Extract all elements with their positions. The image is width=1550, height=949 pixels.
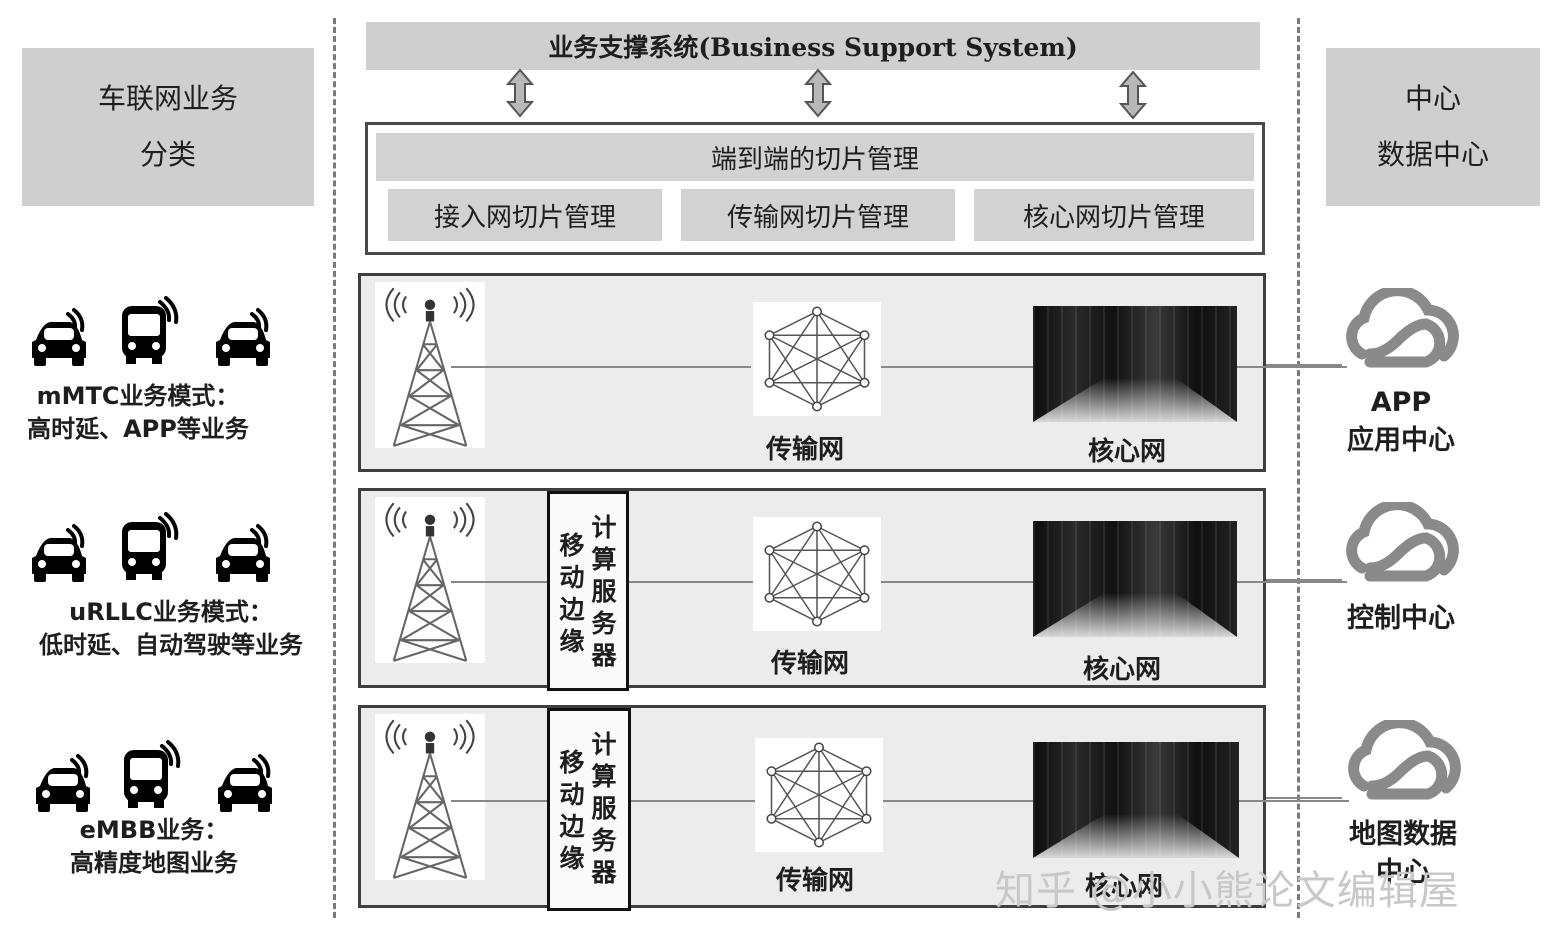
bus-icon [120, 296, 179, 366]
mec-label-col1: 移动边缘 [559, 748, 585, 873]
bus-icon [120, 512, 179, 582]
core-network-label: 核心网 [1083, 655, 1162, 685]
mec-server: 移动边缘 计算服务器 [547, 708, 631, 911]
car-icon [30, 308, 88, 368]
transport-slice-label: 传输网切片管理 [726, 202, 909, 233]
core-slice-label: 核心网切片管理 [1022, 202, 1205, 233]
bidirectional-arrow-icon [505, 68, 535, 118]
slice-row-urllc: 移动边缘 计算服务器 传输网 核心网 [358, 488, 1347, 691]
transport-slice-management: 传输网切片管理 [681, 189, 955, 241]
service-desc: 低时延、自动驾驶等业务 [39, 631, 303, 659]
link-line [451, 800, 547, 802]
service-mode: mMTC业务模式： [36, 382, 240, 410]
watermark: 知乎 @小小熊论文编辑屋 [995, 868, 1460, 914]
slice-management-panel: 端到端的切片管理 接入网切片管理 传输网切片管理 核心网切片管理 [365, 122, 1265, 255]
center-name-line1: APP [1370, 387, 1432, 418]
service-mode: eMBB业务： [79, 816, 229, 844]
business-support-system: 业务支撑系统(Business Support System) [366, 22, 1260, 70]
service-mode: uRLLC业务模式： [69, 598, 273, 626]
link-line [1239, 800, 1349, 802]
service-caption-urllc: uRLLC业务模式： 低时延、自动驾驶等业务 [10, 596, 332, 662]
link-line [451, 366, 751, 368]
right-header-line2: 数据中心 [1376, 138, 1489, 171]
car-icon [216, 754, 274, 814]
server-room-image [1033, 521, 1237, 637]
link-line [629, 581, 753, 583]
left-header-line1: 车联网业务 [97, 82, 238, 115]
core-network-label: 核心网 [1088, 437, 1167, 467]
core-slice-management: 核心网切片管理 [974, 189, 1254, 241]
service-caption-embb: eMBB业务： 高精度地图业务 [22, 814, 286, 880]
center-name-line2: 中心 [1376, 857, 1430, 888]
link-line [1266, 364, 1342, 366]
transport-network-label: 传输网 [766, 435, 845, 465]
slice-row-embb: 移动边缘 计算服务器 传输网 核心网 [358, 705, 1349, 911]
bidirectional-arrow-icon [803, 68, 833, 118]
center-caption-map: 地图数据 中心 [1326, 816, 1480, 892]
mec-server: 移动边缘 计算服务器 [547, 491, 629, 691]
car-icon [30, 524, 88, 584]
car-icon [34, 754, 92, 814]
access-slice-management: 接入网切片管理 [388, 189, 662, 241]
mec-label-col1: 移动边缘 [559, 531, 585, 656]
tower-icon [375, 497, 485, 663]
right-separator [1297, 18, 1300, 918]
mec-label-col2: 计算服务器 [591, 513, 617, 670]
service-caption-mmtc: mMTC业务模式： 高时延、APP等业务 [6, 380, 270, 446]
service-desc: 高时延、APP等业务 [27, 415, 249, 443]
center-name-line2: 应用中心 [1347, 425, 1455, 456]
bss-label: 业务支撑系统(Business Support System) [548, 33, 1078, 62]
right-header-line1: 中心 [1404, 82, 1461, 115]
core-network-label: 核心网 [1085, 872, 1164, 902]
mesh-network-icon [755, 738, 883, 852]
link-line [1266, 579, 1342, 581]
service-desc: 高精度地图业务 [70, 849, 238, 877]
center-name-line1: 地图数据 [1349, 819, 1457, 850]
center-name-line1: 控制中心 [1347, 603, 1455, 634]
transport-network-label: 传输网 [771, 649, 850, 679]
access-slice-label: 接入网切片管理 [433, 202, 616, 233]
center-caption-control: 控制中心 [1326, 600, 1476, 638]
mesh-network-icon [753, 302, 881, 416]
car-icon [214, 524, 272, 584]
link-line [631, 800, 755, 802]
e2e-slice-management: 端到端的切片管理 [376, 133, 1254, 181]
bidirectional-arrow-icon [1118, 70, 1148, 120]
mec-label-col2: 计算服务器 [591, 730, 617, 887]
cloud-icon [1342, 720, 1468, 810]
right-header: 中心 数据中心 [1326, 48, 1540, 206]
mesh-network-icon [753, 517, 881, 631]
link-line [1237, 366, 1347, 368]
bus-icon [122, 740, 181, 810]
slice-row-mmtc: 传输网 核心网 [358, 273, 1347, 472]
car-icon [214, 308, 272, 368]
server-room-image [1033, 742, 1239, 858]
center-caption-app: APP 应用中心 [1326, 384, 1476, 460]
link-line [451, 581, 547, 583]
e2e-slice-management-label: 端到端的切片管理 [710, 144, 919, 175]
link-line [1237, 581, 1347, 583]
left-separator [333, 18, 336, 918]
cloud-icon [1340, 288, 1466, 378]
left-header: 车联网业务 分类 [22, 48, 314, 206]
transport-network-label: 传输网 [776, 866, 855, 896]
server-room-image [1033, 306, 1237, 422]
cloud-icon [1340, 502, 1466, 592]
tower-icon [375, 282, 485, 448]
tower-icon [375, 714, 485, 880]
link-line [881, 366, 1033, 368]
link-line [883, 800, 1033, 802]
link-line [1266, 797, 1342, 799]
left-header-line2: 分类 [139, 138, 196, 171]
link-line [881, 581, 1033, 583]
